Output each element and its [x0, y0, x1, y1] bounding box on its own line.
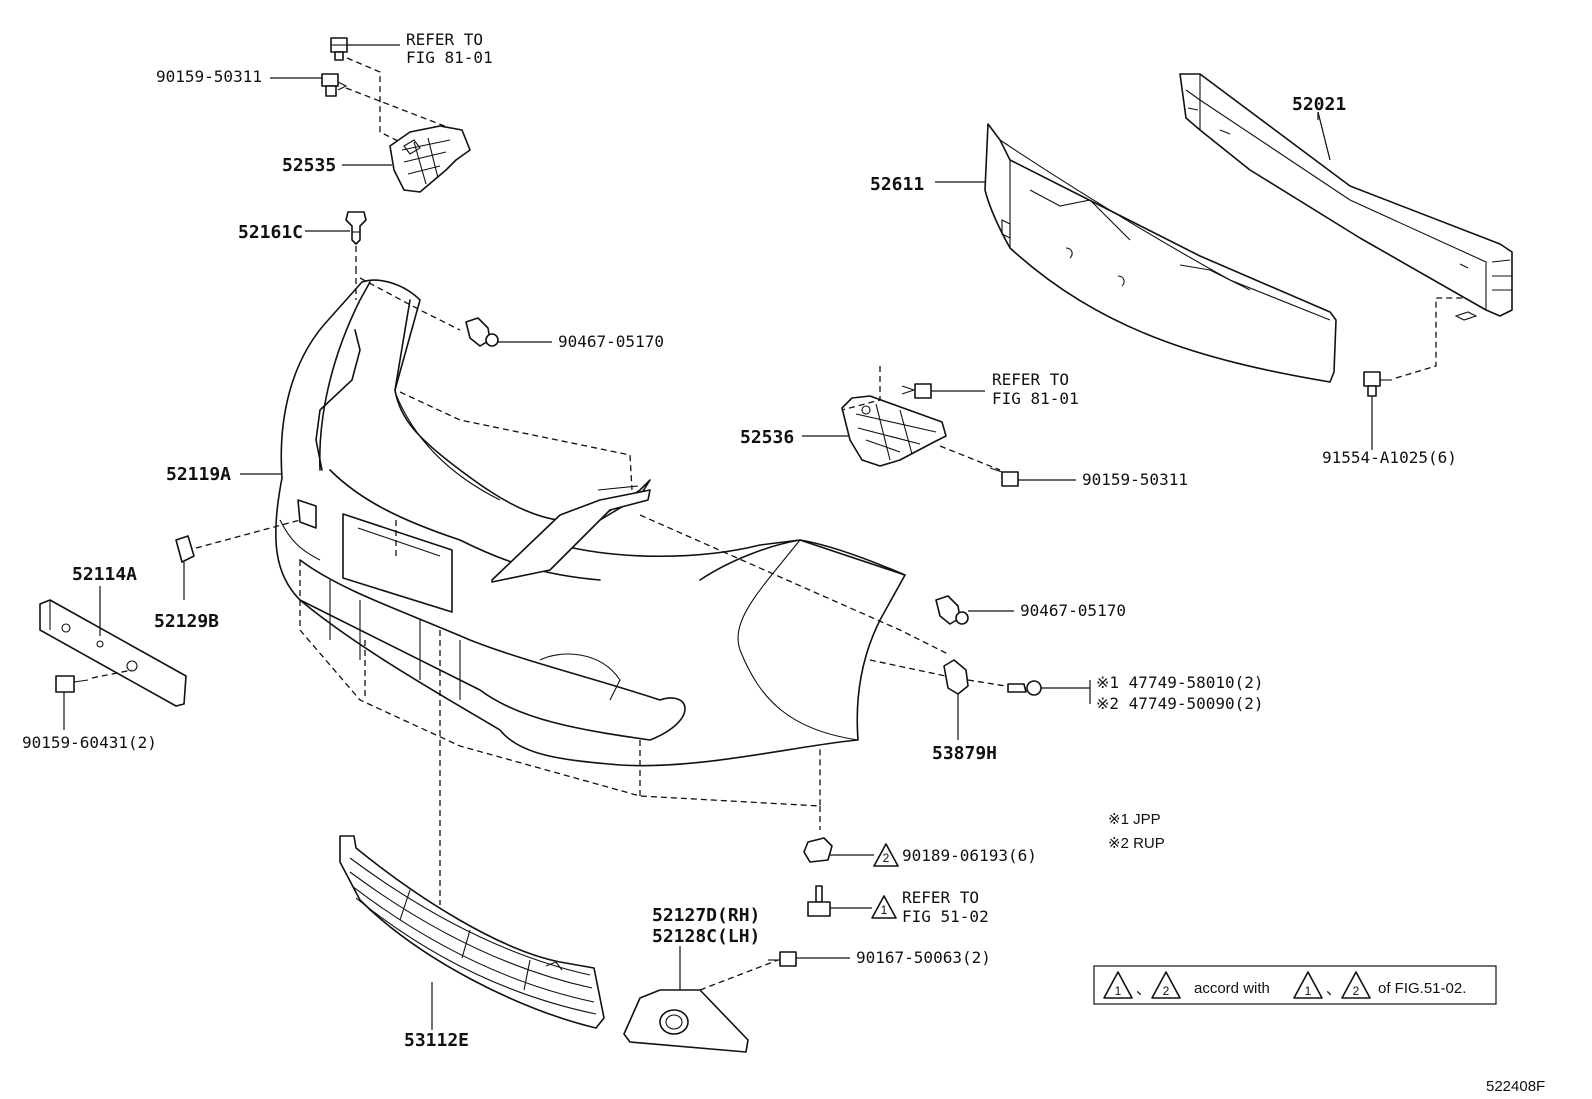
legend-sep1: 、 [1136, 981, 1151, 998]
tri2-label: 2 [883, 851, 890, 865]
label-90167: 90167-50063(2) [856, 948, 991, 967]
triangle-1-icon [871, 895, 897, 919]
grommet-90467-lower [935, 595, 1014, 625]
label-52119A: 52119A [166, 464, 231, 485]
bolt-90167 [768, 951, 850, 967]
bolt-90159-604 [55, 675, 89, 730]
bolt-refer-mid [901, 383, 985, 399]
label-90467-lower: 90467-05170 [1020, 601, 1126, 620]
legend-accord: accord with [1194, 980, 1270, 997]
bracket-52536 [841, 395, 947, 467]
label-refer-bot-2: FIG 51-02 [902, 907, 989, 926]
bumper-cover-52119A [274, 279, 906, 767]
legend-sep2: 、 [1326, 981, 1341, 998]
label-52129B: 52129B [154, 611, 219, 632]
label-52161C: 52161C [238, 222, 303, 243]
label-53112E: 53112E [404, 1030, 469, 1051]
label-47749-1: ※1 47749-58010(2) [1096, 673, 1264, 692]
clip-52535-group [270, 37, 471, 193]
legend-triangle-4-icon [1341, 971, 1371, 999]
clip-90189 [803, 837, 874, 863]
note-jpp: ※1 JPP [1108, 811, 1161, 828]
label-91554: 91554-A1025(6) [1322, 448, 1457, 467]
tri1-label: 1 [881, 903, 888, 917]
legend-triangle-2-icon [1151, 971, 1181, 999]
retainer-52114A [39, 586, 187, 707]
legend-tri2: 2 [1163, 984, 1170, 998]
clip-47749 [1007, 680, 1091, 704]
triangle-2-icon [873, 843, 899, 867]
legend-triangle-1-icon [1103, 971, 1133, 999]
label-52611: 52611 [870, 174, 924, 195]
grille-53112E [339, 835, 605, 1030]
screw-refer-bottom [807, 885, 872, 917]
label-52128C: 52128C(LH) [652, 926, 760, 947]
label-52021: 52021 [1292, 94, 1346, 115]
label-52535: 52535 [282, 155, 336, 176]
fog-cover-52127D [623, 946, 749, 1053]
legend-tri3: 1 [1305, 984, 1312, 998]
diagram-id: 522408F [1486, 1078, 1545, 1095]
label-refer-mid-1: REFER TO [992, 370, 1069, 389]
absorber-52611 [984, 123, 1337, 383]
label-52127D: 52127D(RH) [652, 905, 760, 926]
label-52536: 52536 [740, 427, 794, 448]
bracket-53879H [943, 659, 969, 740]
bolt-91554 [1363, 371, 1392, 450]
note-rup: ※2 RUP [1108, 835, 1165, 852]
grommet-90467-upper [465, 317, 552, 347]
legend-of-fig: of FIG.51-02. [1378, 980, 1466, 997]
label-90159-mid: 90159-50311 [1082, 470, 1188, 489]
label-90189: 90189-06193(6) [902, 846, 1037, 865]
cap-52129B [175, 535, 195, 600]
label-90159-604: 90159-60431(2) [22, 733, 157, 752]
legend-tri1: 1 [1115, 984, 1122, 998]
label-52114A: 52114A [72, 564, 137, 585]
legend-box: 1 、 2 accord with 1 、 2 of FIG.51-02. [1093, 965, 1497, 1005]
bolt-refer-top [330, 37, 348, 61]
label-90467-upper: 90467-05170 [558, 332, 664, 351]
legend-tri4: 2 [1353, 984, 1360, 998]
legend-triangle-3-icon [1293, 971, 1323, 999]
bolt-90159-top [321, 73, 348, 97]
label-refer-top-2: FIG 81-01 [406, 48, 493, 67]
label-53879H: 53879H [932, 743, 997, 764]
label-refer-bot-1: REFER TO [902, 888, 979, 907]
label-refer-mid-2: FIG 81-01 [992, 389, 1079, 408]
label-90159-top: 90159-50311 [156, 67, 262, 86]
label-refer-top-1: REFER TO [406, 30, 483, 49]
reinforcement-52021 [1179, 73, 1513, 321]
clip-52161C [305, 211, 367, 268]
bracket-52535 [389, 125, 471, 193]
label-47749-2: ※2 47749-50090(2) [1096, 694, 1264, 713]
bolt-90159-mid [989, 467, 1076, 487]
